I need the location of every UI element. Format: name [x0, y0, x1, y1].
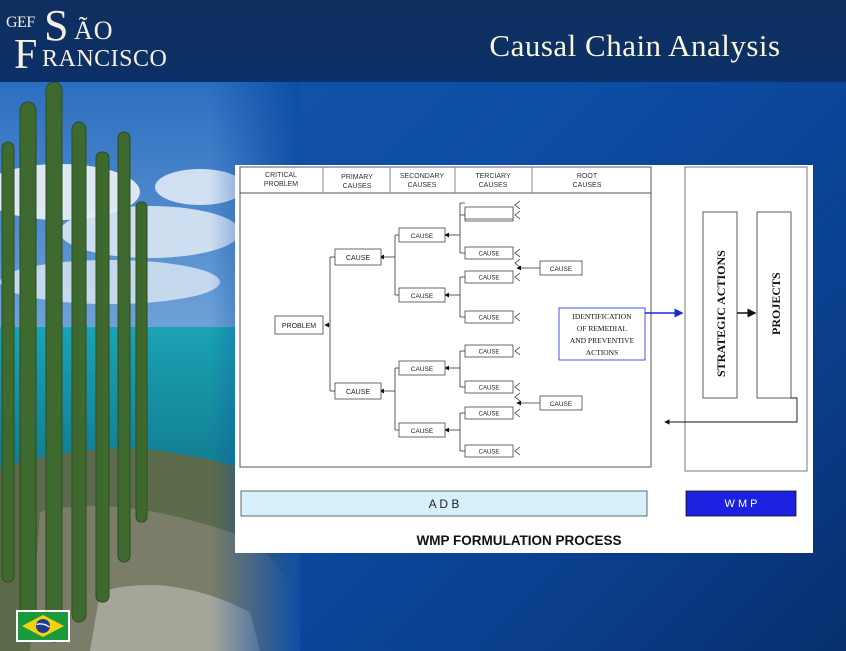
cause-label: CAUSE [411, 428, 434, 435]
cause-label: CAUSE [479, 450, 500, 456]
title-bar: GEF S ÃO F RANCISCO Causal Chain Analysi… [0, 0, 846, 82]
tertiary-cause-node: CAUSE [464, 246, 514, 260]
root-cause-node: CAUSE [539, 395, 583, 411]
identification-box: IDENTIFICATION OF REMEDIAL AND PREVENTIV… [558, 307, 646, 361]
tertiary-cause-node: CAUSE [464, 380, 514, 394]
causal-chain-diagram: CRITICAL PROBLEM PRIMARY CAUSES SECONDAR… [235, 165, 813, 553]
cause-label: CAUSE [411, 233, 434, 240]
tertiary-cause-node: CAUSE [464, 270, 514, 284]
logo-francisco-initial: F [14, 32, 38, 78]
header-critical-2: PROBLEM [264, 181, 298, 188]
tertiary-cause-node: CAUSE [464, 344, 514, 358]
cause-label: CAUSE [550, 401, 573, 408]
secondary-cause-node: CAUSE [398, 227, 446, 243]
identification-line-4: ACTIONS [586, 348, 619, 357]
secondary-cause-node: CAUSE [398, 287, 446, 303]
cause-label: CAUSE [479, 276, 500, 282]
cause-label: CAUSE [411, 293, 434, 300]
logo-gef: GEF [6, 14, 35, 31]
strategic-actions-label: STRATEGIC ACTIONS [714, 250, 728, 377]
cause-label: CAUSE [479, 386, 500, 392]
cause-label: CAUSE [346, 389, 370, 396]
secondary-cause-node: CAUSE [398, 422, 446, 438]
root-cause-node: CAUSE [539, 260, 583, 276]
cause-label: CAUSE [479, 316, 500, 322]
tertiary-cause-node-first [464, 206, 514, 220]
header-root-1: ROOT [577, 173, 598, 180]
header-secondary-1: SECONDARY [400, 173, 445, 180]
problem-label: PROBLEM [282, 323, 316, 330]
identification-line-3: AND PREVENTIVE [570, 336, 635, 345]
actions-panel: STRATEGIC ACTIONS PROJECTS [664, 166, 808, 472]
header-critical-1: CRITICAL [265, 172, 297, 179]
wmp-bar: W M P [685, 490, 797, 517]
secondary-cause-node: CAUSE [398, 360, 446, 376]
diagram-caption: WMP FORMULATION PROCESS [417, 533, 622, 548]
cause-label: CAUSE [479, 252, 500, 258]
header-tertiary-2: CAUSES [479, 182, 508, 189]
cause-label: CAUSE [550, 266, 573, 273]
logo-francisco-rest: RANCISCO [42, 46, 168, 72]
projects-label: PROJECTS [769, 272, 783, 335]
identification-line-2: OF REMEDIAL [577, 324, 628, 333]
feedback-arrow [664, 397, 798, 425]
primary-cause-node: CAUSE [334, 382, 382, 400]
adb-label: A D B [429, 497, 460, 511]
logo-sao-initial: S [44, 1, 69, 50]
cause-label: CAUSE [479, 350, 500, 356]
slide-title: Causal Chain Analysis [489, 28, 781, 63]
logo-sao-rest: ÃO [74, 16, 114, 45]
header-primary-1: PRIMARY [341, 174, 373, 181]
cause-label: CAUSE [479, 412, 500, 418]
problem-node: PROBLEM [274, 315, 324, 335]
tertiary-cause-node: CAUSE [464, 406, 514, 420]
tertiary-cause-node: CAUSE [464, 444, 514, 458]
identification-line-1: IDENTIFICATION [572, 312, 632, 321]
header-primary-2: CAUSES [343, 183, 372, 190]
brazil-flag-icon [16, 610, 70, 642]
header-root-2: CAUSES [573, 182, 602, 189]
gef-sao-francisco-logo: GEF S ÃO F RANCISCO [0, 0, 200, 82]
cause-label: CAUSE [346, 255, 370, 262]
primary-cause-node: CAUSE [334, 248, 382, 266]
cause-label: CAUSE [411, 366, 434, 373]
header-tertiary-1: TERCIARY [475, 173, 511, 180]
tertiary-cause-node: CAUSE [464, 310, 514, 324]
wmp-label: W M P [725, 498, 758, 510]
header-secondary-2: CAUSES [408, 182, 437, 189]
adb-bar: A D B [240, 490, 648, 517]
